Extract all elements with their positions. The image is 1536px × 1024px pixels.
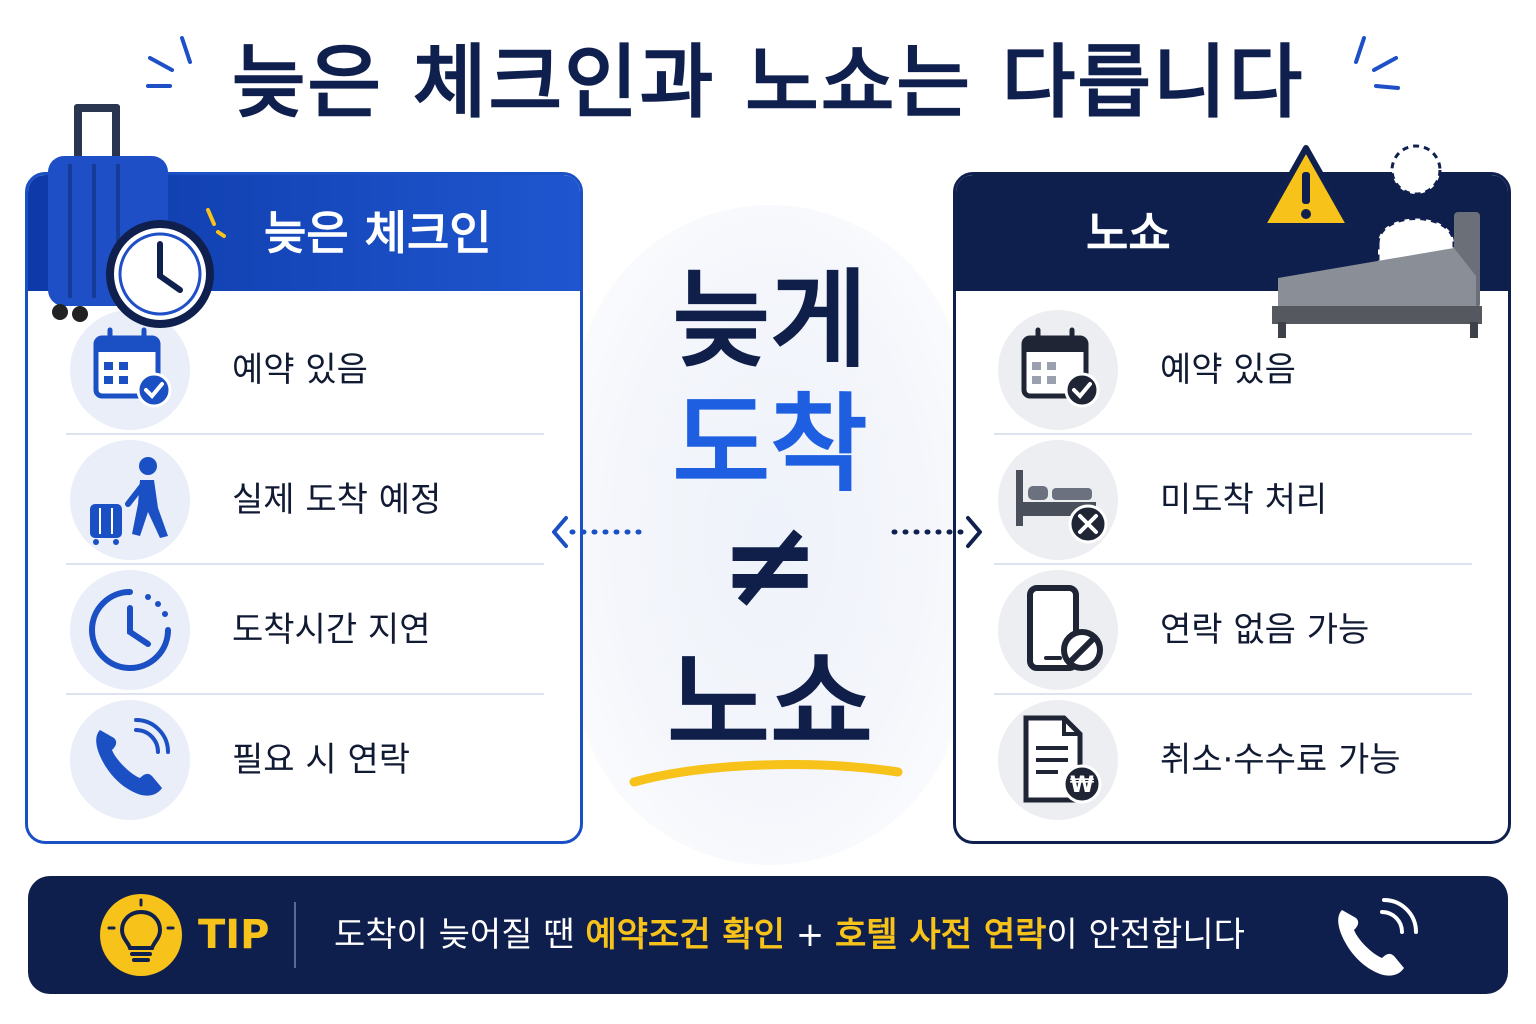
svg-text:₩: ₩ xyxy=(1070,773,1094,798)
list-item: 미도착 처리 xyxy=(994,435,1472,565)
item-label: 필요 시 연락 xyxy=(232,740,411,780)
list-item: 필요 시 연락 xyxy=(66,695,544,825)
center-line-noshow: 노쇼 xyxy=(666,639,874,769)
tip-divider xyxy=(294,902,296,968)
divider xyxy=(66,433,544,435)
bed-cancel-icon xyxy=(998,440,1118,560)
tip-message: 도착이 늦어질 땐 예약조건 확인 + 호텔 사전 연락이 안전합니다 xyxy=(334,908,1245,962)
list-item: ₩ 취소·수수료 가능 xyxy=(994,695,1472,825)
walking-traveler-icon xyxy=(70,440,190,560)
tip-bar: TIP 도착이 늦어질 땐 예약조건 확인 + 호텔 사전 연락이 안전합니다 xyxy=(28,876,1508,994)
arrow-left-icon xyxy=(552,516,643,548)
item-label: 실제 도착 예정 xyxy=(232,480,442,520)
list-item: 실제 도착 예정 xyxy=(66,435,544,565)
burst-right-icon xyxy=(1354,36,1400,90)
not-equal-symbol: ≠ xyxy=(719,495,821,634)
list-item: 예약 있음 xyxy=(994,305,1472,435)
lightbulb-icon xyxy=(100,894,182,976)
item-label: 취소·수수료 가능 xyxy=(1160,740,1401,780)
item-label: 예약 있음 xyxy=(232,350,368,390)
list-item: 연락 없음 가능 xyxy=(994,565,1472,695)
yellow-underline-icon xyxy=(629,760,903,787)
calendar-check-icon xyxy=(70,310,190,430)
calendar-check-icon xyxy=(998,310,1118,430)
center-line-late: 늦게 xyxy=(672,259,868,382)
phone-blocked-icon xyxy=(998,570,1118,690)
item-label: 미도착 처리 xyxy=(1160,480,1328,520)
phone-icon xyxy=(1338,898,1418,976)
list-item: 도착시간 지연 xyxy=(66,565,544,695)
divider xyxy=(66,693,544,695)
warning-bed-icon xyxy=(1259,144,1482,338)
center-line-arrive: 도착 xyxy=(672,383,868,506)
tip-label: TIP xyxy=(198,912,270,958)
item-label: 도착시간 지연 xyxy=(232,610,431,650)
divider xyxy=(66,563,544,565)
no-show-panel: 노쇼 예약 있음 xyxy=(953,172,1511,844)
center-background xyxy=(575,205,965,865)
divider xyxy=(994,433,1472,435)
tip-highlight-booking: 예약조건 확인 xyxy=(585,915,785,955)
tip-highlight-contact: 호텔 사전 연락 xyxy=(835,915,1047,955)
tip-text-after: 이 안전합니다 xyxy=(1046,915,1245,955)
divider xyxy=(994,563,1472,565)
arrow-right-icon xyxy=(891,516,982,548)
phone-icon xyxy=(70,700,190,820)
tip-plus: + xyxy=(784,915,836,955)
burst-left-icon xyxy=(146,36,192,88)
tip-text-before: 도착이 늦어질 땐 xyxy=(334,915,586,955)
late-checkin-title: 늦은 체크인 xyxy=(264,206,492,260)
document-won-icon: ₩ xyxy=(998,700,1118,820)
page-title-area: 늦은 체크인과 노쇼는 다릅니다 xyxy=(0,28,1536,138)
divider xyxy=(994,693,1472,695)
clock-icon xyxy=(70,570,190,690)
no-show-title: 노쇼 xyxy=(1086,206,1171,260)
item-label: 예약 있음 xyxy=(1160,350,1296,390)
list-item: 예약 있음 xyxy=(66,305,544,435)
luggage-clock-icon xyxy=(48,104,226,328)
page-title: 늦은 체크인과 노쇼는 다릅니다 xyxy=(231,36,1305,129)
item-label: 연락 없음 가능 xyxy=(1160,610,1370,650)
